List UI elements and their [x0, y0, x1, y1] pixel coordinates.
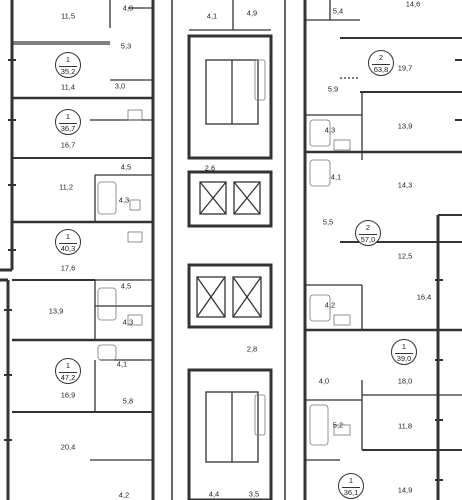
apartment-rooms: 1: [348, 476, 354, 485]
apartment-badge: 1 36,7: [55, 109, 81, 135]
room-area-label: 5,8: [122, 396, 134, 406]
room-area-label: 2,6: [204, 163, 216, 173]
room-area-label: 11,2: [58, 182, 74, 192]
room-area-label: 4,1: [116, 359, 128, 369]
room-area-label: 13,9: [48, 306, 64, 316]
room-area-label: 3,0: [114, 81, 126, 91]
room-area-label: 5,3: [120, 41, 132, 51]
room-area-label: 18,0: [397, 376, 413, 386]
apartment-rooms: 1: [65, 55, 71, 64]
room-area-label: 5,4: [332, 6, 344, 16]
room-area-label: 4,0: [318, 376, 330, 386]
room-area-label: 4,9: [246, 8, 258, 18]
apartment-badge: 2 63,8: [368, 50, 394, 76]
room-area-label: 4,5: [120, 162, 132, 172]
apartment-badge: 1 40,3: [55, 229, 81, 255]
apartment-total-area: 57,0: [359, 233, 377, 244]
room-area-label: 12,5: [397, 251, 413, 261]
room-area-label: 19,7: [397, 63, 413, 73]
room-area-label: 4,0: [122, 3, 134, 13]
room-area-label: 14,9: [397, 485, 413, 495]
apartment-badge: 1 35,2: [55, 52, 81, 78]
apartment-rooms: 1: [65, 112, 71, 121]
room-area-label: 4,3: [118, 195, 130, 205]
room-area-label: 5,5: [322, 217, 334, 227]
apartment-total-area: 36,7: [59, 122, 77, 133]
room-area-label: 13,9: [397, 121, 413, 131]
room-area-label: 4,4: [208, 489, 220, 499]
room-area-label: 17,6: [60, 263, 76, 273]
room-area-label: 5,2: [332, 420, 344, 430]
room-area-label: 16,4: [416, 292, 432, 302]
room-area-label: 14,6: [405, 0, 421, 9]
room-area-label: 4,2: [118, 490, 130, 500]
room-area-label: 11,8: [397, 421, 413, 431]
apartment-badge: 1 36,1: [338, 473, 364, 499]
apartment-total-area: 36,1: [342, 486, 360, 497]
apartment-badge: 2 57,0: [355, 220, 381, 246]
room-area-label: 4,5: [120, 281, 132, 291]
room-area-label: 4,1: [330, 172, 342, 182]
room-area-label: 5,9: [327, 84, 339, 94]
apartment-badge: 1 47,2: [55, 358, 81, 384]
apartment-total-area: 40,3: [59, 242, 77, 253]
apartment-rooms: 1: [401, 342, 407, 351]
room-area-label: 4,3: [324, 125, 336, 135]
room-area-label: 4,2: [324, 300, 336, 310]
apartment-badge: 1 39,0: [391, 339, 417, 365]
room-area-label: 11,4: [60, 82, 76, 92]
room-area-label: 4,1: [206, 11, 218, 21]
room-area-label: 20,4: [60, 442, 76, 452]
apartment-rooms: 1: [65, 361, 71, 370]
room-area-label: 16,9: [60, 390, 76, 400]
room-area-label: 16,7: [60, 140, 76, 150]
room-area-label: 14,3: [397, 180, 413, 190]
apartment-total-area: 35,2: [59, 65, 77, 76]
room-area-label: 4,3: [122, 317, 134, 327]
room-area-label: 3,5: [248, 489, 260, 499]
apartment-total-area: 63,8: [372, 63, 390, 74]
room-area-label: 2,8: [246, 344, 258, 354]
apartment-rooms: 1: [65, 232, 71, 241]
room-area-label: 11,5: [60, 11, 76, 21]
apartment-rooms: 2: [365, 223, 371, 232]
apartment-rooms: 2: [378, 53, 384, 62]
apartment-total-area: 47,2: [59, 371, 77, 382]
apartment-total-area: 39,0: [395, 352, 413, 363]
